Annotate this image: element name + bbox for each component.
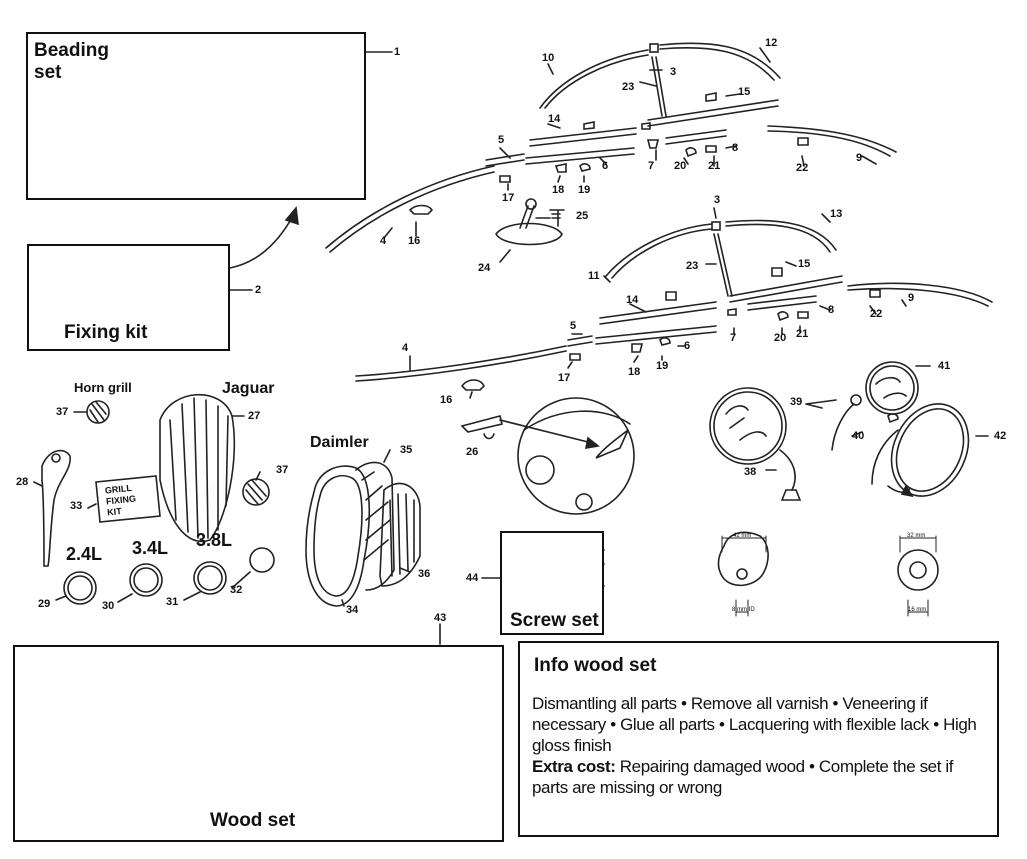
beading-set-title: Beading set xyxy=(34,40,109,83)
part-number: 8 xyxy=(732,142,739,154)
part-number: 21 xyxy=(796,328,809,340)
badge-3-8l-label: 3.8L xyxy=(196,530,233,550)
part-number: 6 xyxy=(684,340,691,352)
arrow-line xyxy=(229,213,295,269)
part-number: 23 xyxy=(686,260,699,272)
part-number: 8 xyxy=(828,304,835,316)
ref-44: 44 xyxy=(466,572,479,584)
part-number: 3 xyxy=(714,194,721,206)
part-number: 5 xyxy=(570,320,577,332)
screw-set-title: Screw set xyxy=(510,610,599,631)
beading-set-box xyxy=(26,32,366,200)
part-number: 9 xyxy=(908,292,915,304)
part-number: 41 xyxy=(938,360,951,372)
info-title: Info wood set xyxy=(534,655,657,676)
mirror-right-width: 32 mm xyxy=(907,533,926,539)
daimler-label: Daimler xyxy=(310,434,369,451)
part-number: 23 xyxy=(622,81,635,93)
part-number: 15 xyxy=(738,86,751,98)
part-number: 38 xyxy=(744,466,757,478)
part-number: 24 xyxy=(478,262,491,274)
part-number: 16 xyxy=(440,394,453,406)
screw-set-box xyxy=(500,531,604,635)
mirrors-drawing xyxy=(709,361,970,617)
part-number: 40 xyxy=(852,430,865,442)
part-number: 7 xyxy=(648,160,655,172)
part-number: 7 xyxy=(730,332,737,344)
part-number: 15 xyxy=(798,258,811,270)
part-number: 3 xyxy=(670,66,677,78)
part-number: 14 xyxy=(626,294,639,306)
mirror-right-hole: 16 mm xyxy=(908,607,927,613)
grill-kit-text: GRILL FIXING KIT xyxy=(104,482,137,518)
part-number: 28 xyxy=(16,476,29,488)
ref-2: 2 xyxy=(255,284,262,296)
wood-set-box xyxy=(13,645,504,842)
lower-trim-drawing xyxy=(355,219,993,391)
part-number: 17 xyxy=(558,372,571,384)
part-number: 4 xyxy=(402,342,409,354)
part-number: 37 xyxy=(56,406,69,418)
part-number: 5 xyxy=(498,134,505,146)
part-number: 16 xyxy=(408,235,421,247)
part-number: 19 xyxy=(656,360,669,372)
fixing-kit-box xyxy=(27,244,230,351)
part-number: 19 xyxy=(578,184,591,196)
info-body-text: Dismantling all parts • Remove all varni… xyxy=(532,694,977,755)
part-number: 14 xyxy=(548,113,561,125)
fixing-kit-title: Fixing kit xyxy=(64,322,148,343)
info-extra-label: Extra cost: xyxy=(532,757,616,776)
part-number: 6 xyxy=(602,160,609,172)
part-number: 11 xyxy=(588,270,600,282)
part-number: 21 xyxy=(708,160,721,172)
part-number: 35 xyxy=(400,444,413,456)
part-number: 18 xyxy=(552,184,565,196)
info-extra-text: Repairing damaged wood • Complete the se… xyxy=(532,757,954,797)
part-number: 25 xyxy=(576,210,589,222)
badge-2-4l-label: 2.4L xyxy=(66,544,103,564)
part-number: 42 xyxy=(994,430,1007,442)
ref-1: 1 xyxy=(394,46,401,58)
wood-set-title: Wood set xyxy=(210,810,296,831)
part-number: 20 xyxy=(774,332,787,344)
part-number: 10 xyxy=(542,52,555,64)
part-number: 36 xyxy=(418,568,431,580)
badge-3-4l-label: 3.4L xyxy=(132,538,169,558)
part-number: 22 xyxy=(796,162,809,174)
info-wood-set-box: Info wood set Dismantling all parts • Re… xyxy=(518,641,999,837)
part-number: 37 xyxy=(276,464,289,476)
ref-43: 43 xyxy=(434,612,447,624)
part-number: 17 xyxy=(502,192,515,204)
mirror-left-width: 42 mm xyxy=(733,533,752,539)
part-number: 18 xyxy=(628,366,641,378)
jaguar-label: Jaguar xyxy=(222,380,275,397)
part-number: 26 xyxy=(466,446,479,458)
horn-grill-label: Horn grill xyxy=(74,380,132,395)
part-number: 34 xyxy=(346,604,359,616)
upper-trim-drawing xyxy=(325,42,897,253)
part-number: 13 xyxy=(830,208,843,220)
part-number: 33 xyxy=(70,500,83,512)
part-number: 12 xyxy=(765,37,778,49)
grill-drawing xyxy=(41,393,635,607)
info-body: Dismantling all parts • Remove all varni… xyxy=(532,693,987,798)
part-number: 20 xyxy=(674,160,687,172)
part-number: 31 xyxy=(166,596,179,608)
mirror-left-hole: 8 mm ID xyxy=(732,607,755,613)
part-number: 22 xyxy=(870,308,883,320)
part-number: 32 xyxy=(230,584,243,596)
part-number: 4 xyxy=(380,235,387,247)
part-number: 30 xyxy=(102,600,115,612)
part-number: 27 xyxy=(248,410,261,422)
part-number: 9 xyxy=(856,152,863,164)
part-number: 39 xyxy=(790,396,803,408)
part-number: 29 xyxy=(38,598,51,610)
